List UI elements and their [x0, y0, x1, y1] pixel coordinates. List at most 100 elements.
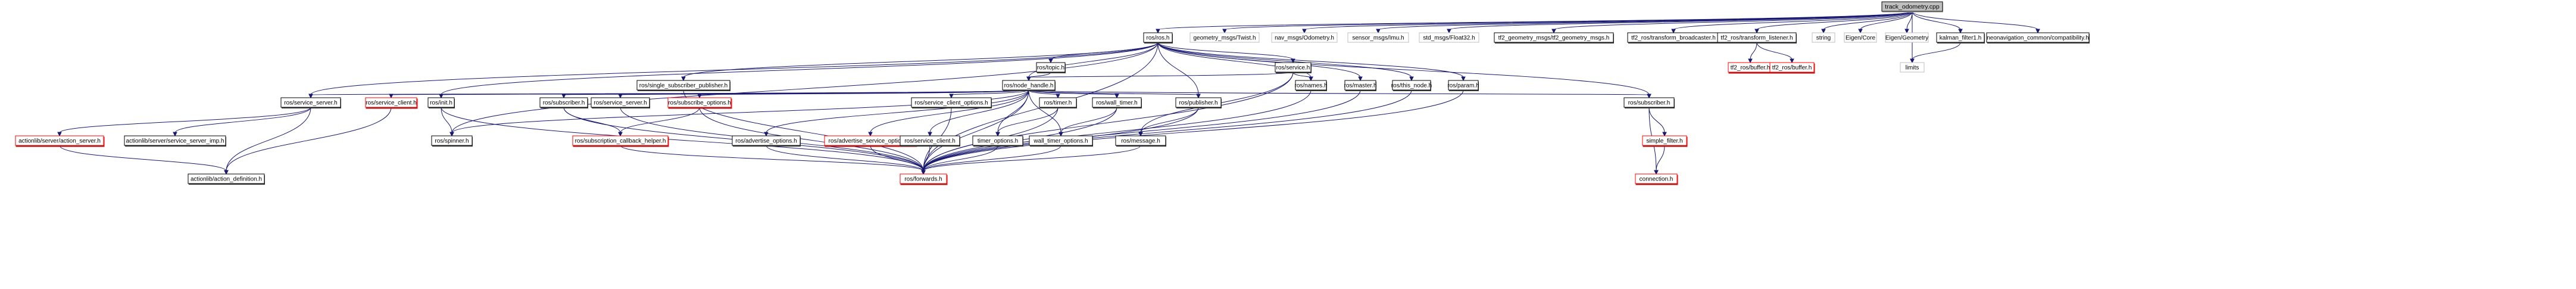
node-simple-filter[interactable]: simple_filter.h [1642, 135, 1688, 147]
edge-ros_ros-to-ros_master [1157, 42, 1361, 78]
edge-root-to-neonav [1912, 11, 2038, 30]
node-box [1812, 32, 1835, 43]
node-ros-ssp[interactable]: ros/single_subscriber_publisher.h [636, 80, 730, 91]
arrowhead-ros_nh-to-ros_init [439, 94, 444, 99]
node-timer-opts[interactable]: timer_options.h [972, 135, 1023, 147]
node-box [591, 97, 650, 108]
node-label: ros/publisher.h [1179, 100, 1217, 107]
node-ros-adv-opts[interactable]: ros/advertise_options.h [732, 135, 801, 147]
node-al-action-server[interactable]: actionlib/server/action_server.h [15, 135, 105, 147]
arrowhead-tf2_listen-to-tf2_buf2 [1790, 58, 1794, 64]
node-ros-subscribe-options[interactable]: ros/subscribe_options.h [667, 97, 732, 109]
node-ros-param[interactable]: ros/param.h [1447, 80, 1479, 91]
node-box [911, 97, 992, 108]
node-box [1092, 97, 1142, 108]
node-ros-subscriber-b[interactable]: ros/subscriber.h [1623, 97, 1675, 108]
node-limits: limits [1900, 62, 1925, 73]
arrowhead-root-to-kalman [1958, 29, 1963, 34]
node-kalman[interactable]: kalman_filter1.h [1936, 32, 1985, 43]
node-box [539, 97, 588, 108]
edge-al_action_server-to-al_action_def [59, 145, 227, 172]
arrowhead-ros_ros-to-ros_this_node [1409, 76, 1414, 82]
node-ros-subscriber-a[interactable]: ros/subscriber.h [539, 97, 588, 108]
node-box [1885, 32, 1929, 43]
node-tf2-buf2[interactable]: tf2_ros/buffer.h [1769, 62, 1815, 74]
node-ros-wall-timer[interactable]: ros/wall_timer.h [1092, 97, 1142, 108]
edge-wall_timer_opts-to-ros_forwards [923, 145, 1061, 172]
node-tf2-buf1[interactable]: tf2_ros/buffer.h [1728, 62, 1773, 74]
edge-timer_opts-to-ros_forwards [923, 145, 998, 172]
node-label: ros/service.h [1276, 65, 1310, 72]
arrowhead-simple_filter-to-connection [1654, 170, 1659, 175]
node-tf2-bcast[interactable]: tf2_ros/transform_broadcaster.h [1627, 32, 1720, 43]
edge-ros_ros-to-ros_service [1157, 42, 1294, 60]
node-label: ros/param.h [1447, 83, 1479, 89]
node-label: kalman_filter1.h [1940, 35, 1982, 42]
node-al-action-def[interactable]: actionlib/action_definition.h [188, 173, 265, 185]
node-label: nav_msgs/Odometry.h [1275, 35, 1334, 42]
node-box [1115, 135, 1166, 146]
arrowhead-root-to-tf2_geom [1551, 29, 1556, 34]
arrowhead-ros_ros-to-ros_ssp [681, 76, 686, 82]
node-tf2-listen[interactable]: tf2_ros/transform_listener.h [1717, 32, 1797, 43]
arrowhead-ros_nh-to-ros_service_client [389, 94, 394, 99]
arrowhead-ros_nh-to-ros_service_server_b [618, 94, 623, 99]
node-ros-names[interactable]: ros/names.h [1294, 80, 1328, 91]
node-label: ros/service_client_options.h [914, 100, 988, 107]
edge-ros_ros-to-ros_this_node [1157, 42, 1412, 78]
node-ros-this-node[interactable]: ros/this_node.h [1391, 80, 1432, 91]
node-ros-forwards[interactable]: ros/forwards.h [900, 173, 948, 185]
node-box [1002, 80, 1056, 91]
edge-ros_ros-to-ros_ssp [683, 42, 1159, 78]
edge-ros_init-to-ros_forwards [441, 107, 924, 172]
node-ros-message[interactable]: ros/message.h [1115, 135, 1166, 147]
node-ros-nh[interactable]: ros/node_handle.h [1002, 80, 1056, 91]
node-ros-sco[interactable]: ros/service_client_options.h [911, 97, 992, 108]
node-box [667, 97, 732, 108]
node-root[interactable]: track_odometry.cpp [1881, 1, 1943, 13]
edge-ros_ros-to-ros_subscriber_b [1157, 42, 1650, 95]
node-ros-topic[interactable]: ros/topic.h [1036, 62, 1066, 73]
node-connection[interactable]: connection.h [1635, 173, 1678, 185]
node-ros-publisher[interactable]: ros/publisher.h [1175, 97, 1222, 108]
arrowhead-root-to-nav_odom [1302, 29, 1307, 34]
node-box [972, 135, 1023, 146]
node-geom-twist: geometry_msgs/Twist.h [1189, 32, 1260, 43]
node-ros-service-client[interactable]: ros/service_client.h [365, 97, 418, 109]
node-label: ros/ros.h [1147, 35, 1170, 42]
node-wall-timer-opts[interactable]: wall_timer_options.h [1029, 135, 1093, 147]
node-neonav[interactable]: neonavigation_common/compatibility.h [1986, 32, 2090, 43]
node-ros-master[interactable]: ros/master.h [1344, 80, 1377, 91]
node-ros-timer[interactable]: ros/timer.h [1039, 97, 1077, 108]
node-al-ssi[interactable]: actionlib/server/service_server_imp.h [124, 135, 226, 147]
node-box [124, 135, 226, 146]
edge-root-to-tf2_bcast [1673, 11, 1913, 30]
arrowhead-ros_subscribe_options-to-ros_sub_cb [618, 132, 623, 137]
node-label: tf2_ros/buffer.h [1731, 65, 1771, 72]
node-box [1494, 32, 1614, 43]
node-ros-spinner[interactable]: ros/spinner.h [431, 135, 473, 147]
node-ros-service[interactable]: ros/service.h [1275, 62, 1312, 73]
node-ros-service-client2[interactable]: ros/service_client.h [900, 135, 960, 147]
arrowhead-al_action_server-to-al_action_def [224, 170, 229, 175]
node-tf2-geom[interactable]: tf2_geometry_msgs/tf2_geometry_msgs.h [1494, 32, 1614, 43]
node-ros-service-server-a[interactable]: ros/service_server.h [280, 97, 341, 108]
node-box [1175, 97, 1222, 108]
node-label: sensor_msgs/Imu.h [1352, 35, 1404, 42]
node-label: ros/subscribe_options.h [668, 100, 731, 107]
node-label: ros/wall_timer.h [1096, 100, 1137, 107]
node-label: ros/timer.h [1044, 100, 1072, 107]
node-ros-ros[interactable]: ros/ros.h [1143, 32, 1173, 43]
node-ros-service-server-b[interactable]: ros/service_server.h [591, 97, 650, 108]
node-ros-sub-cb[interactable]: ros/subscription_callback_helper.h [572, 135, 669, 147]
arrowhead-ros_ros-to-ros_param [1461, 76, 1466, 82]
node-label: ros/init.h [430, 100, 452, 107]
node-label: ros/names.h [1294, 83, 1327, 89]
node-box [1271, 32, 1338, 43]
node-ros-init[interactable]: ros/init.h [427, 97, 455, 108]
edge-tf2_listen-to-tf2_buf2 [1756, 42, 1793, 60]
node-label: ros/node_handle.h [1004, 83, 1054, 89]
node-label: std_msgs/Float32.h [1423, 35, 1475, 42]
arrowhead-root-to-eigen_geom [1904, 29, 1909, 34]
node-box [1295, 80, 1327, 91]
